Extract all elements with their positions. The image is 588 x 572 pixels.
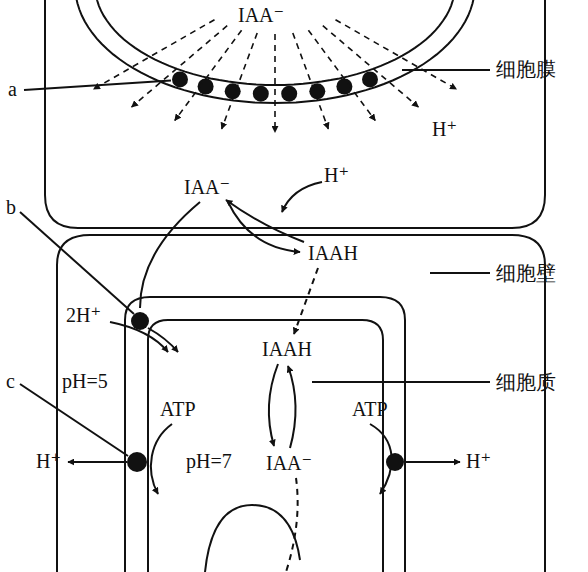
leader-line [20,212,134,314]
secretion-arrow [293,33,329,129]
diffusion-arrow [294,268,318,334]
vesicle-membrane [75,0,475,103]
ion-label: H⁺ [432,118,457,140]
ph-label: pH=7 [186,450,232,472]
nucleus-outline [205,505,300,572]
atp-label: ATP [160,398,196,420]
carrier-protein [281,86,297,102]
callout-letter: c [6,370,15,392]
part-name: 细胞壁 [496,262,556,284]
ion-label: IAA⁻ [184,176,230,198]
transport-arrow [226,200,304,242]
carrier-protein [386,453,404,471]
secretion-arrow [222,33,258,129]
lower-cell-wall-inner [125,297,405,572]
part-name: 细胞膜 [496,58,556,80]
leader-line [312,381,490,383]
secretion-arrow [274,34,276,132]
secretion-arrow [323,26,419,107]
ion-label: H⁺ [466,450,491,472]
secretion-arrow [132,26,228,107]
transport-arrow [140,202,200,308]
transport-arrow [288,366,296,448]
leader-line [24,80,171,90]
lower-cell-outline [57,235,545,572]
callout-letter: a [8,78,17,100]
molecule-label: IAAH [308,242,358,264]
secretion-arrow [94,20,215,89]
leader-line [430,272,490,274]
molecule-label: IAAH [262,338,312,360]
upper-cell-outline [45,0,545,228]
ion-label: IAA⁻ [266,452,312,474]
proton-arrow [405,461,460,463]
part-name: 细胞质 [496,371,556,393]
ion-label: H⁺ [36,450,61,472]
proton-arrow [68,461,127,463]
secretion-arrow [175,30,242,120]
callout-letter: b [6,196,16,218]
lower-cell-membrane [148,320,383,572]
carrier-protein [131,312,149,330]
carrier-protein [127,452,147,472]
atp-arrow [151,424,172,494]
ph-label: pH=5 [62,370,108,392]
ion-label: 2H⁺ [66,304,101,326]
ion-label: H⁺ [324,164,349,186]
transport-arrow [282,182,322,212]
carrier-protein [253,86,269,102]
leader-line [20,384,128,456]
secretion-arrow [336,20,457,89]
carrier-protein [362,71,378,87]
atp-label: ATP [352,398,388,420]
transport-arrow [148,328,178,352]
transport-arrow [269,364,278,446]
secretion-arrow [308,30,375,120]
carrier-protein [172,71,188,87]
ion-label: IAA⁻ [238,4,284,26]
diffusion-line [286,478,298,572]
